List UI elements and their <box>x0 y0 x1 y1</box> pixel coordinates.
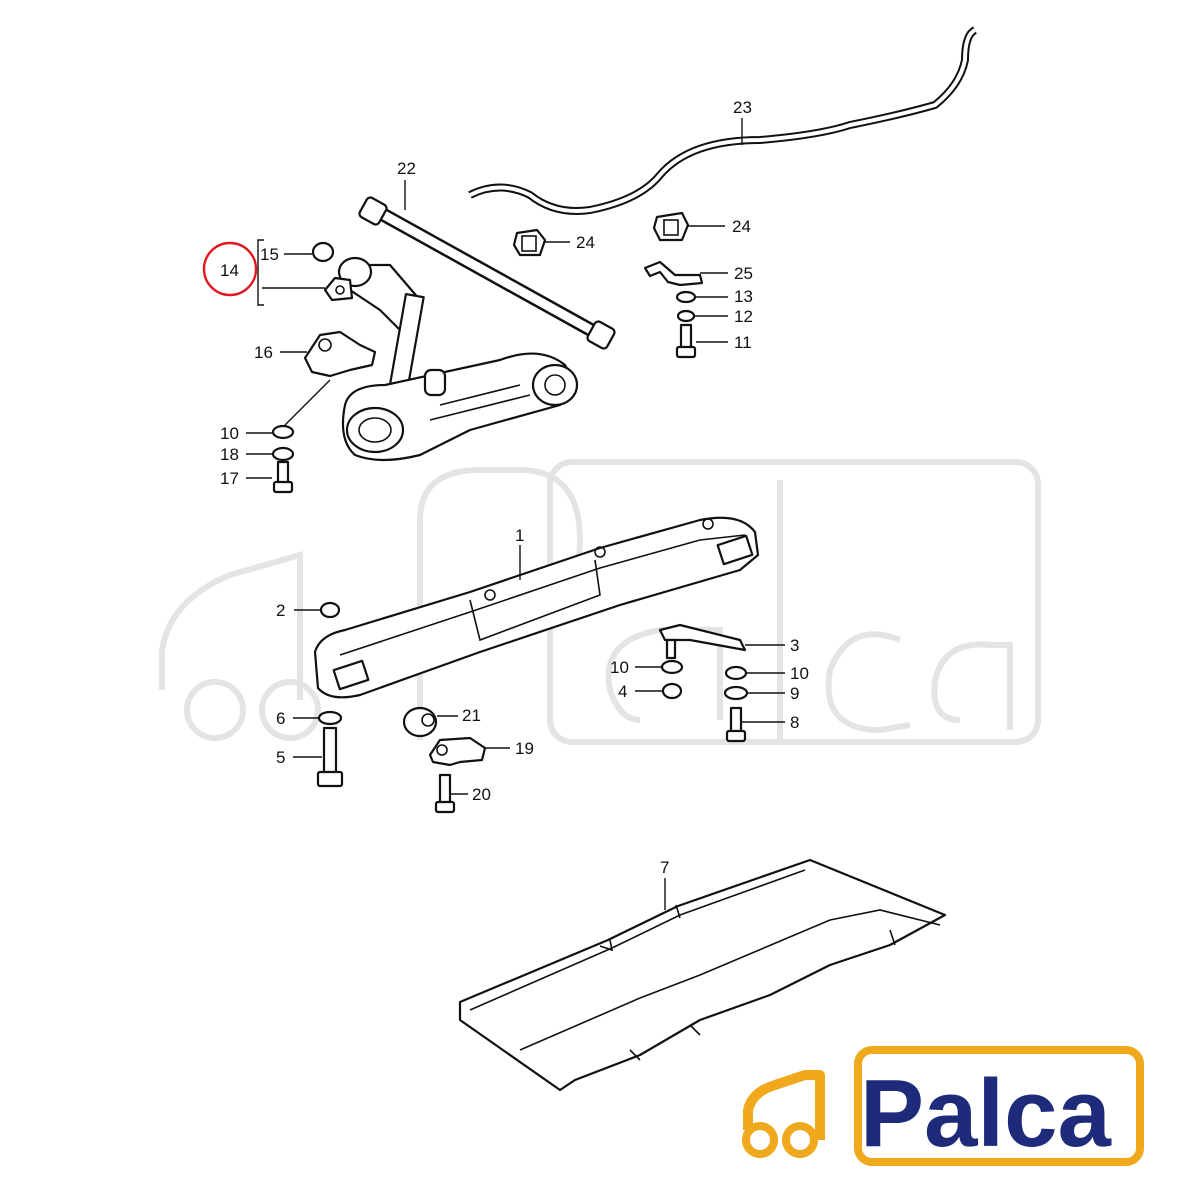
link-part-3 <box>658 623 747 660</box>
callout-label: 24 <box>732 217 751 236</box>
callout-label: 10 <box>220 424 239 443</box>
callout-label: 5 <box>276 748 285 767</box>
callout-label: 9 <box>790 684 799 703</box>
callout-label: 1 <box>515 526 524 545</box>
bolt-part-8 <box>725 706 747 743</box>
nut-part-2 <box>319 601 341 619</box>
bolt-part-20 <box>434 773 456 814</box>
callout-label: 11 <box>734 333 752 352</box>
callout-label: 18 <box>220 445 239 464</box>
washer-part-10 <box>271 424 295 440</box>
bushing-part-24a <box>512 228 547 257</box>
callout-label: 16 <box>254 343 273 362</box>
control-arm <box>337 256 579 462</box>
callout-label: 24 <box>576 233 595 252</box>
washer-part-6 <box>317 710 343 726</box>
logo-frame <box>854 1046 1144 1166</box>
callout-label: 10 <box>790 664 809 683</box>
bushing-part-21 <box>402 706 438 738</box>
washer-part-10c <box>724 665 748 681</box>
callout-label: 25 <box>734 264 753 283</box>
bolt-part-5 <box>316 726 344 788</box>
washer-part-13 <box>675 290 697 304</box>
callout-label: 20 <box>472 785 491 804</box>
bolt-part-17 <box>272 460 294 494</box>
callout-label: 10 <box>610 658 629 677</box>
palca-logo: Palca <box>742 1046 1144 1167</box>
bushing-part-24b <box>652 211 690 242</box>
washer-part-10b <box>660 659 684 675</box>
callout-label: 22 <box>397 159 416 178</box>
washer-part-9 <box>723 685 749 701</box>
skid-plate <box>458 858 947 1092</box>
cap-part-15 <box>311 241 335 263</box>
bracket-part-14 <box>323 276 354 302</box>
callout-label: 17 <box>220 469 239 488</box>
bracket-part-19 <box>428 736 487 767</box>
leader-lines <box>246 118 785 910</box>
spring-washer-part-12 <box>676 309 696 323</box>
callout-label: 21 <box>462 706 481 725</box>
callouts: 14 15 16 10 18 17 22 23 24 24 25 13 12 1… <box>220 98 809 877</box>
bracket-part-16 <box>284 330 377 426</box>
callout-label: 15 <box>260 245 279 264</box>
callout-label: 6 <box>276 709 285 728</box>
callout-label: 4 <box>618 682 627 701</box>
callout-label: 7 <box>660 858 669 877</box>
truck-icon <box>742 1070 825 1158</box>
callout-label: 2 <box>276 601 285 620</box>
clamp-part-25 <box>643 260 704 287</box>
torsion-bar <box>358 196 616 350</box>
logo-text: Palca <box>860 1060 1111 1167</box>
washer-part-18 <box>271 446 295 462</box>
crossmember <box>313 516 760 699</box>
callout-label: 12 <box>734 307 753 326</box>
callout-label: 13 <box>734 287 753 306</box>
callout-label: 19 <box>515 739 534 758</box>
highlight-circle <box>202 241 258 297</box>
callout-label: 14 <box>220 261 239 280</box>
bolt-part-11 <box>675 323 697 359</box>
watermark-logo <box>159 459 1041 745</box>
callout-label: 23 <box>733 98 752 117</box>
callout-label: 3 <box>790 636 799 655</box>
stabilizer-bar <box>468 26 978 215</box>
callout-label: 8 <box>790 713 799 732</box>
nut-part-4 <box>661 682 683 700</box>
